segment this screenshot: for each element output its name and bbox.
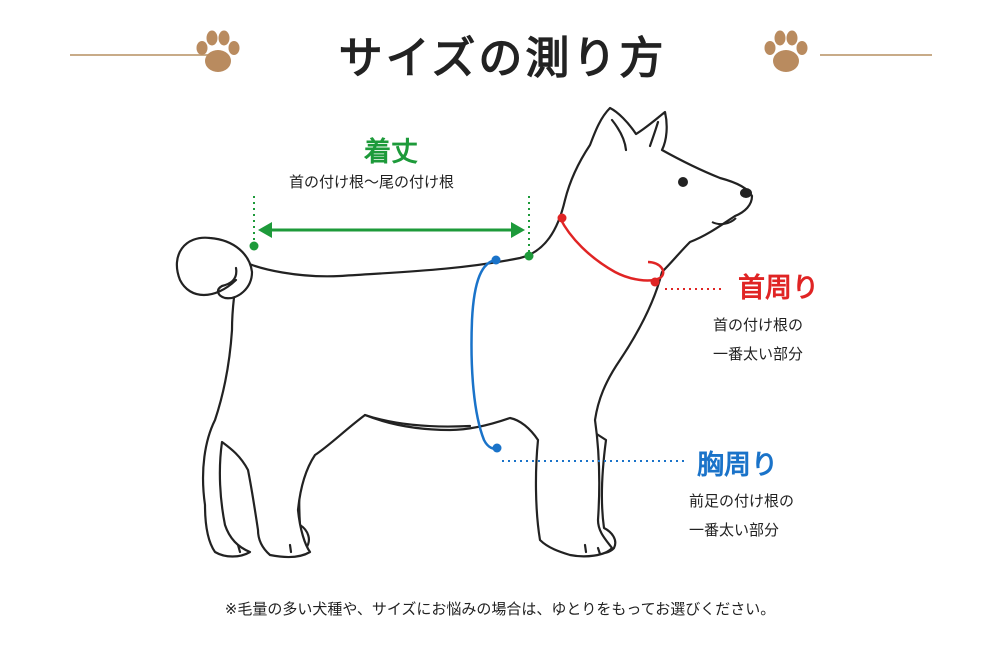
dog-ear-inner-right (648, 120, 660, 148)
chest-description-line2: 一番太い部分 (689, 521, 780, 539)
chest-label: 胸周り (697, 450, 778, 481)
header-divider-right (820, 54, 932, 56)
page-title: サイズの測り方 (338, 33, 667, 84)
neck-point-top (557, 213, 567, 223)
neck-measurement (557, 213, 722, 290)
length-measurement (249, 196, 534, 261)
chest-measurement (470, 255, 688, 462)
dog-belly-line (363, 413, 472, 428)
length-point-neck (524, 251, 534, 261)
neck-description-line2: 一番太い部分 (713, 345, 804, 363)
length-description: 首の付け根～尾の付け根 (289, 173, 455, 191)
chest-point-bottom (492, 443, 502, 453)
neck-label: 首周り (738, 273, 819, 304)
dog-illustration (175, 106, 754, 559)
dog-body (201, 106, 754, 559)
length-arrow-head-right (511, 222, 525, 238)
dog-toe-lines (236, 543, 602, 556)
header: サイズの測り方 (0, 18, 1000, 88)
paw-icon (764, 30, 808, 72)
chest-loop (470, 258, 499, 450)
footer-note: ※毛量の多い犬種や、サイズにお悩みの場合は、ゆとりをもってお選びください。 (224, 600, 776, 618)
dog-mouth (711, 217, 737, 226)
chest-point-top (491, 255, 501, 265)
neck-description-line1: 首の付け根の (713, 316, 804, 334)
chest-description-line1: 前足の付け根の (689, 492, 795, 510)
length-point-tail (249, 241, 259, 251)
neck-point-bottom (650, 277, 660, 287)
dog-nose (740, 188, 752, 198)
dog-ear-inner-left (610, 118, 628, 152)
length-label: 着丈 (364, 137, 418, 168)
dog-tail (175, 236, 254, 300)
header-divider-left (70, 54, 220, 56)
dog-eye (678, 177, 688, 187)
paw-icon (196, 30, 240, 72)
neck-loop (558, 217, 665, 282)
length-arrow-head-left (258, 222, 272, 238)
